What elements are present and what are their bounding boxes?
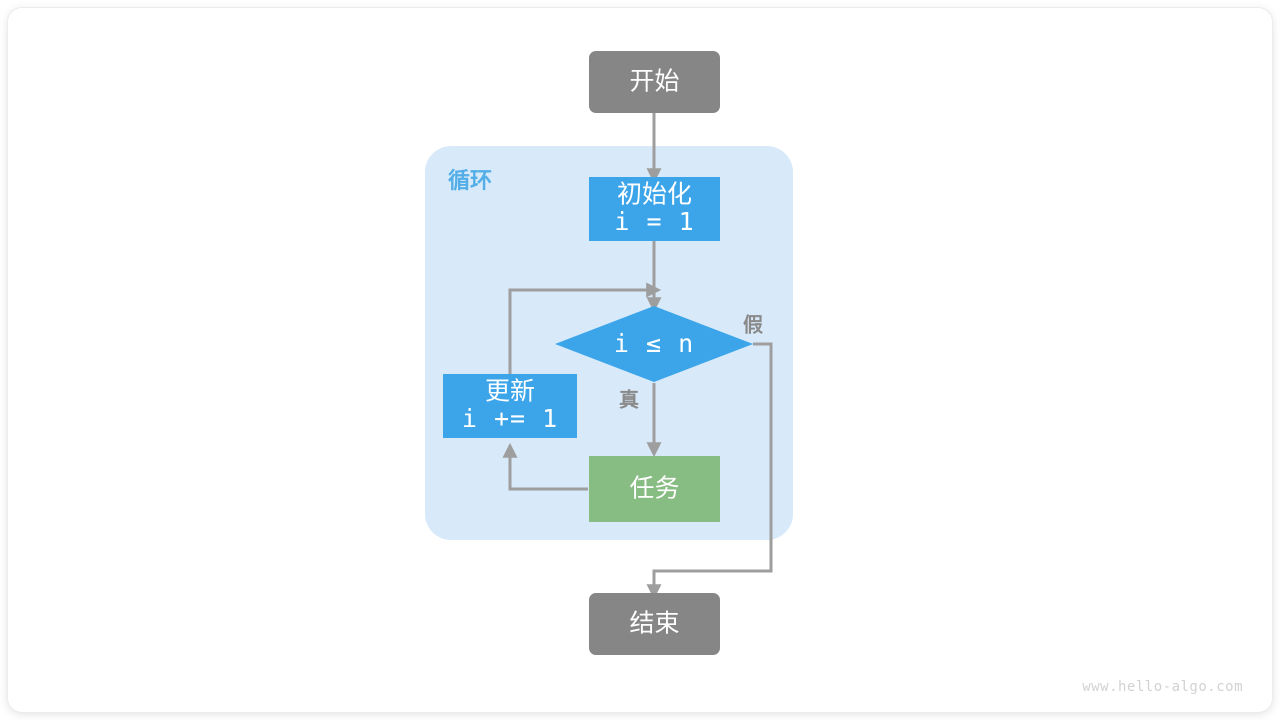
node-end[interactable] (589, 593, 720, 655)
node-task-label: 任务 (629, 475, 679, 503)
node-start[interactable] (589, 51, 720, 113)
node-condition[interactable] (555, 306, 753, 382)
edge-condition-false-to-end (646, 342, 773, 600)
loop-group-label: 循环 (448, 168, 492, 193)
node-task[interactable] (589, 456, 720, 522)
node-update-label-line1: 更新 (485, 378, 535, 406)
node-init-label-line2: i = 1 (614, 207, 694, 236)
node-start-label: 开始 (629, 68, 679, 96)
node-end-label: 结束 (629, 610, 679, 638)
node-init-label-line1: 初始化 (617, 181, 692, 209)
node-init[interactable] (589, 177, 720, 241)
node-update-label-line2: i += 1 (462, 404, 558, 433)
edge-label-true: 真 (619, 387, 639, 411)
node-update[interactable] (443, 374, 577, 438)
edge-task-to-update (502, 442, 588, 491)
edge-update-to-condition (508, 282, 662, 375)
node-condition-label: i ≤ n (614, 329, 694, 358)
watermark-text: www.hello-algo.com (1082, 679, 1243, 695)
edge-label-false: 假 (743, 312, 764, 336)
